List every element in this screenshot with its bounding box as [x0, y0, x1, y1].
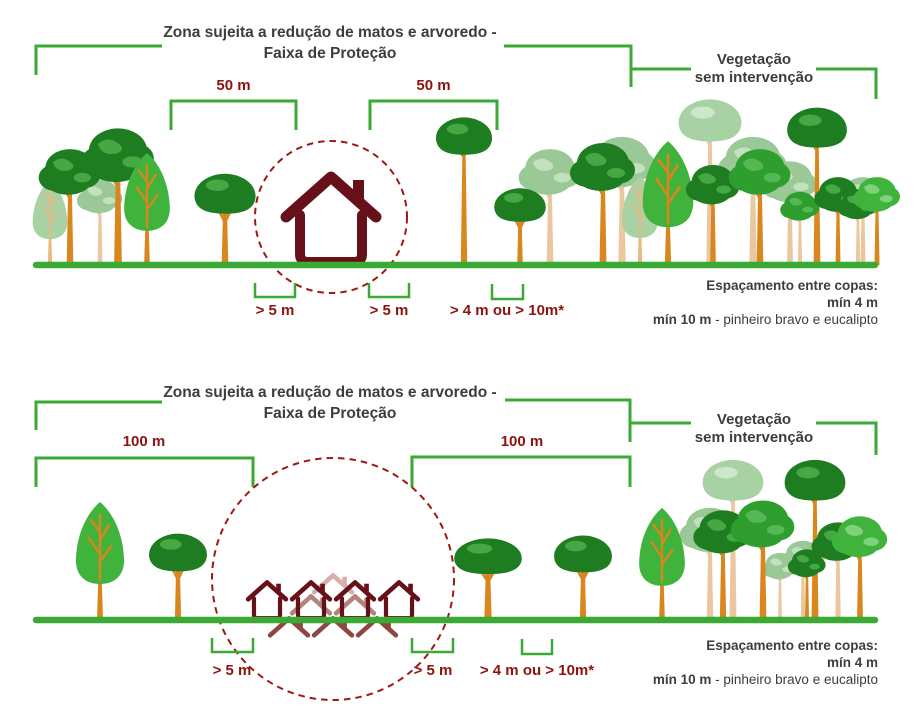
distance-label-right: 50 m: [416, 77, 451, 94]
trees-left-cluster: [32, 128, 170, 265]
house-icon: [292, 582, 330, 619]
zone-title: Zona sujeita a redução de matos e arvore…: [95, 22, 565, 64]
ground-marker-middle: > 5 m: [413, 662, 453, 679]
ground-marker-right: > 4 m ou > 10m*: [449, 302, 565, 319]
spacing-note: Espaçamento entre copas: mín 4 m mín 10 …: [558, 637, 878, 688]
zone-title: Zona sujeita a redução de matos e arvore…: [95, 382, 565, 424]
spacing-note-line3: mín 10 m - pinheiro bravo e eucalipto: [558, 671, 878, 688]
spacing-note-line1: Espaçamento entre copas:: [706, 638, 878, 653]
spacing-note-line3-rest: - pinheiro bravo e eucalipto: [711, 672, 878, 687]
panel-village: Zona sujeita a redução de matos e arvore…: [0, 360, 916, 720]
house-icon: [380, 582, 418, 619]
trees-left: [75, 502, 207, 620]
vegetation-label: Vegetação sem intervenção: [668, 51, 840, 87]
tree-tall-right: [435, 117, 493, 265]
ground-marker-left: > 5 m: [212, 662, 252, 679]
distance-label-left: 100 m: [122, 433, 166, 450]
houses-cluster: [248, 575, 418, 636]
vegetation-label-line2: sem intervenção: [694, 429, 814, 446]
house-icon: [286, 177, 376, 262]
ground-marker-middle: > 5 m: [369, 302, 409, 319]
panel-village-illustration: [32, 398, 888, 701]
spacing-note-line1: Espaçamento entre copas:: [706, 278, 878, 293]
tree-lone-left: [194, 173, 256, 265]
zone-brackets: [34, 398, 878, 487]
spacing-note-line3: mín 10 m - pinheiro bravo e eucalipto: [558, 311, 878, 328]
panel-single-house: Zona sujeita a redução de matos e arvore…: [32, 22, 901, 328]
house-icon: [248, 582, 286, 619]
spacing-note-line3-rest: - pinheiro bravo e eucalipto: [711, 312, 878, 327]
distance-label-left: 50 m: [216, 77, 251, 94]
forest-right: [494, 99, 901, 266]
zone-brackets: [34, 44, 878, 130]
vegetation-label: Vegetação sem intervenção: [668, 411, 840, 447]
vegetation-label-line1: Vegetação: [716, 411, 792, 428]
spacing-brackets: [253, 283, 525, 301]
zone-title-line1: Zona sujeita a redução de matos e arvore…: [163, 24, 497, 41]
spacing-note: Espaçamento entre copas: mín 4 m mín 10 …: [558, 277, 878, 328]
protection-circle: [254, 140, 408, 294]
spacing-brackets: [210, 638, 554, 656]
panel-single-house-illustration: [32, 44, 901, 301]
vegetation-label-line2: sem intervenção: [694, 69, 814, 86]
ground-marker-right: > 4 m ou > 10m*: [479, 662, 595, 679]
spacing-note-line2: mín 4 m: [826, 655, 878, 670]
zone-title-line1: Zona sujeita a redução de matos e arvore…: [163, 384, 497, 401]
spacing-note-line3-bold: mín 10 m: [652, 312, 712, 327]
house-icon: [336, 582, 374, 619]
spacing-note-line2: mín 4 m: [826, 295, 878, 310]
forest-right: [639, 459, 888, 620]
ground-marker-left: > 5 m: [255, 302, 295, 319]
vegetation-label-line1: Vegetação: [716, 51, 792, 68]
trees-strip: [454, 535, 612, 620]
protection-circle: [211, 457, 455, 701]
distance-label-right: 100 m: [500, 433, 544, 450]
spacing-note-line3-bold: mín 10 m: [652, 672, 712, 687]
zone-title-line2: Faixa de Proteção: [263, 405, 397, 422]
zone-title-line2: Faixa de Proteção: [263, 45, 397, 62]
